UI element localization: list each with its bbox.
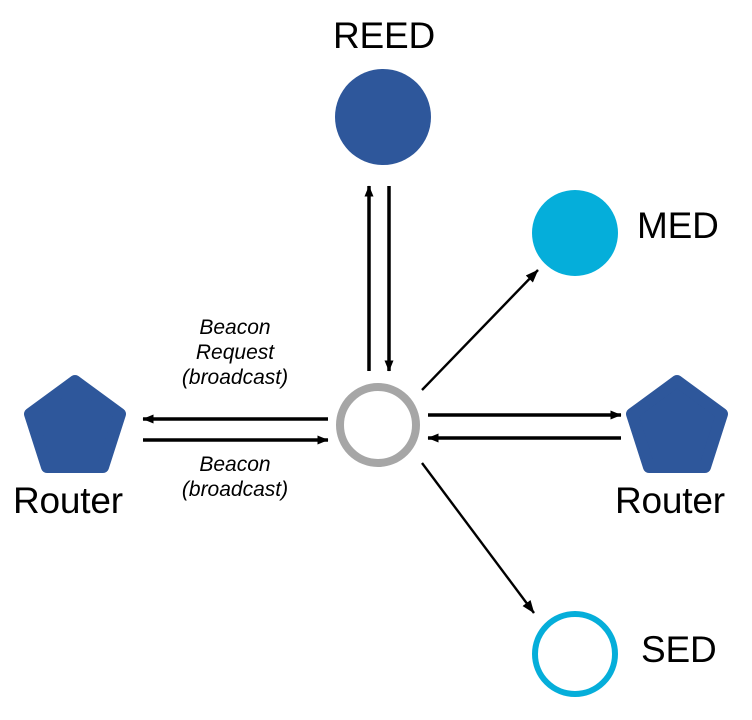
edge-label-beacon-request-line2: Request	[195, 341, 275, 364]
edge-label-beacon-request-line1: Beacon	[199, 316, 271, 339]
edge-center-to-med	[421, 269, 539, 391]
node-label-reed: REED	[333, 15, 435, 56]
edge-center-to-sed	[421, 462, 535, 614]
node-label-med: MED	[637, 205, 719, 246]
node-label-sed: SED	[641, 629, 717, 670]
node-router-right[interactable]	[626, 375, 728, 473]
node-med[interactable]	[532, 190, 618, 276]
edge-label-beacon-line2: (broadcast)	[181, 478, 289, 501]
node-label-router-left: Router	[13, 480, 123, 521]
node-sed[interactable]	[532, 611, 618, 697]
edge-label-beacon-line1: Beacon	[199, 453, 271, 476]
node-router-left[interactable]	[24, 375, 126, 473]
edge-label-beacon-request: Beacon Request (broadcast)	[160, 315, 310, 390]
edge-label-beacon: Beacon (broadcast)	[160, 452, 310, 502]
node-label-router-right: Router	[615, 480, 725, 521]
node-reed[interactable]	[335, 69, 431, 165]
edge-label-beacon-request-line3: (broadcast)	[181, 366, 289, 389]
node-center-device[interactable]	[336, 383, 420, 467]
